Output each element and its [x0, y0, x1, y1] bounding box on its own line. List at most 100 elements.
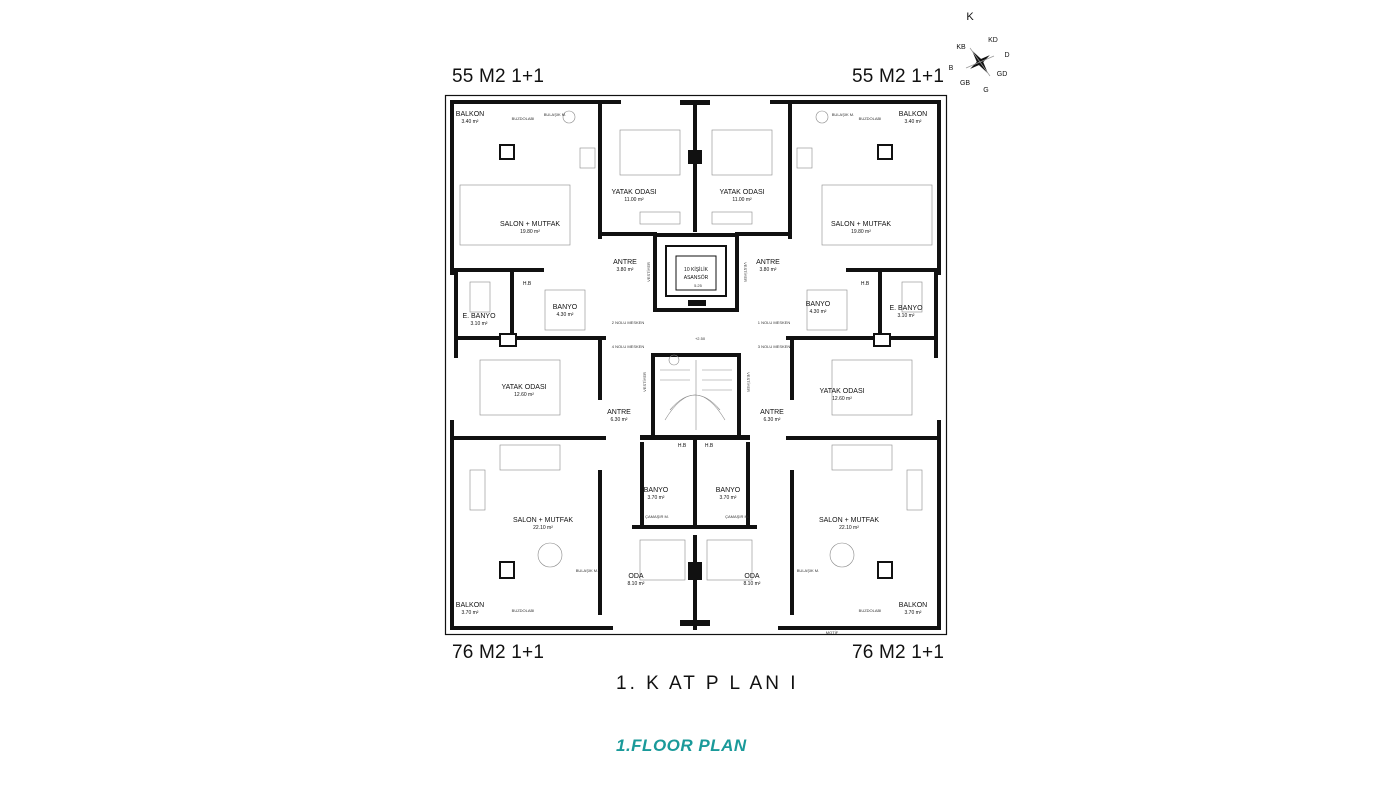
room-area: 19.80 m² [520, 229, 540, 235]
room-area: 3.40 m² [905, 119, 922, 125]
room-name: BANYO [806, 301, 831, 308]
unit-label-bottom-right: 76 M2 1+1 [852, 642, 945, 663]
room-name: ANTRE [760, 409, 784, 416]
compass-rose: K KB KD B D GB GD G [949, 11, 1010, 94]
room-name: BALKON [456, 602, 484, 609]
room-name: ANTRE [613, 259, 637, 266]
rooms-top-left: BALKON 3.40 m² SALON + MUTFAK 19.80 m² Y… [456, 111, 657, 349]
room-name: SALON + MUTFAK [500, 221, 560, 228]
room-name: BANYO [644, 487, 669, 494]
elevator-shaft [653, 233, 739, 312]
unit-label-bottom-left: 76 M2 1+1 [452, 642, 545, 663]
rooms-top-right: BALKON 3.40 m² SALON + MUTFAK 19.80 m² Y… [719, 111, 927, 349]
vestiyer-labels: VESTİYER VESTİYER VESTİYER VESTİYER [642, 262, 751, 392]
compass-northwest: KB [956, 44, 966, 51]
interior-walls [450, 100, 941, 630]
compass-northeast: KD [988, 37, 998, 44]
compass-east: D [1004, 52, 1009, 59]
compass-west: B [949, 65, 954, 72]
room-name: SALON + MUTFAK [831, 221, 891, 228]
svg-text:BULAŞIK M.: BULAŞIK M. [797, 568, 819, 573]
room-area: 4.30 m² [557, 312, 574, 318]
room-area: 3.40 m² [462, 119, 479, 125]
compass-southeast: GD [997, 71, 1008, 78]
room-name: ODA [628, 573, 644, 580]
compass-southwest: GB [960, 80, 970, 87]
room-area: 3.80 m² [617, 267, 634, 273]
room-area: 3.70 m² [648, 495, 665, 501]
svg-text:BULAŞIK M.: BULAŞIK M. [832, 112, 854, 117]
room-area: 6.30 m² [611, 417, 628, 423]
room-name: ANTRE [756, 259, 780, 266]
svg-text:ÇAMAŞIR M.: ÇAMAŞIR M. [645, 514, 669, 519]
svg-text:BUZDOLABI: BUZDOLABI [512, 608, 535, 613]
room-area: 11.00 m² [732, 197, 752, 203]
room-area: 8.10 m² [628, 581, 645, 587]
room-name: BALKON [899, 111, 927, 118]
svg-text:MOTİF: MOTİF [826, 630, 839, 635]
hb-label: H.B [861, 281, 870, 287]
rooms-bottom-left: YATAK ODASI 12.60 m² ANTRE 6.30 m² BANYO… [456, 384, 687, 616]
unit-label-top-right: 55 M2 1+1 [852, 66, 945, 87]
hb-label: H.B [705, 443, 714, 449]
room-name: YATAK ODASI [719, 189, 764, 196]
room-name: E. BANYO [462, 313, 496, 320]
room-name: BANYO [553, 304, 578, 311]
room-name: ANTRE [607, 409, 631, 416]
hb-label: H.B [523, 281, 532, 287]
mesken-label: 1 NOLU MESKEN [758, 320, 791, 325]
svg-text:10 KİŞİLİK: 10 KİŞİLİK [684, 266, 709, 273]
room-area: 3.70 m² [462, 610, 479, 616]
room-area: 4.30 m² [810, 309, 827, 315]
room-area: 6.30 m² [764, 417, 781, 423]
svg-text:VESTİYER: VESTİYER [746, 372, 751, 392]
furniture [459, 110, 933, 581]
mesken-label: 2 NOLU MESKEN [612, 320, 645, 325]
room-name: SALON + MUTFAK [513, 517, 573, 524]
room-name: BANYO [716, 487, 741, 494]
stair-core [651, 353, 741, 439]
room-area: 12.60 m² [832, 396, 852, 402]
exterior-walls [450, 100, 941, 630]
level-marker: +2.50 [695, 336, 706, 341]
room-name: BALKON [899, 602, 927, 609]
svg-text:VESTİYER: VESTİYER [646, 262, 651, 282]
unit-label-top-left: 55 M2 1+1 [452, 66, 545, 87]
room-area: 3.80 m² [760, 267, 777, 273]
room-name: SALON + MUTFAK [819, 517, 879, 524]
room-area: 3.10 m² [471, 321, 488, 327]
svg-text:5.25: 5.25 [694, 283, 703, 288]
appliance-labels: BUZDOLABI BULAŞIK M. BUZDOLABI BULAŞIK M… [512, 112, 882, 635]
svg-text:BULAŞIK M.: BULAŞIK M. [544, 112, 566, 117]
floor-plan-english-title: 1.FLOOR PLAN [616, 736, 747, 755]
room-name: ODA [744, 573, 760, 580]
room-area: 8.10 m² [744, 581, 761, 587]
plan-title: 1. K AT P L AN I [616, 673, 799, 694]
room-area: 3.70 m² [905, 610, 922, 616]
svg-text:ÇAMAŞIR M.: ÇAMAŞIR M. [725, 514, 749, 519]
room-area: 22.10 m² [533, 525, 553, 531]
plan-boundary [444, 94, 948, 636]
room-name: YATAK ODASI [501, 384, 546, 391]
room-area: 19.80 m² [851, 229, 871, 235]
room-name: BALKON [456, 111, 484, 118]
elevator-label: 10 KİŞİLİK ASANSÖR 5.25 +2.50 [684, 266, 709, 341]
room-name: E. BANYO [889, 305, 923, 312]
svg-text:ASANSÖR: ASANSÖR [684, 274, 709, 281]
svg-text:BUZDOLABI: BUZDOLABI [859, 608, 882, 613]
room-name: YATAK ODASI [611, 189, 656, 196]
mesken-label: 4 NOLU MESKEN [612, 344, 645, 349]
svg-text:BUZDOLABI: BUZDOLABI [512, 116, 535, 121]
compass-north: K [966, 11, 974, 23]
svg-text:BULAŞIK M.: BULAŞIK M. [576, 568, 598, 573]
rooms-bottom-right: YATAK ODASI 12.60 m² ANTRE 6.30 m² BANYO… [705, 388, 927, 616]
svg-text:BUZDOLABI: BUZDOLABI [859, 116, 882, 121]
room-name: YATAK ODASI [819, 388, 864, 395]
room-area: 3.10 m² [898, 313, 915, 319]
svg-text:VESTİYER: VESTİYER [642, 372, 647, 392]
room-area: 12.60 m² [514, 392, 534, 398]
room-area: 3.70 m² [720, 495, 737, 501]
room-area: 11.00 m² [624, 197, 644, 203]
compass-south: G [983, 87, 988, 94]
